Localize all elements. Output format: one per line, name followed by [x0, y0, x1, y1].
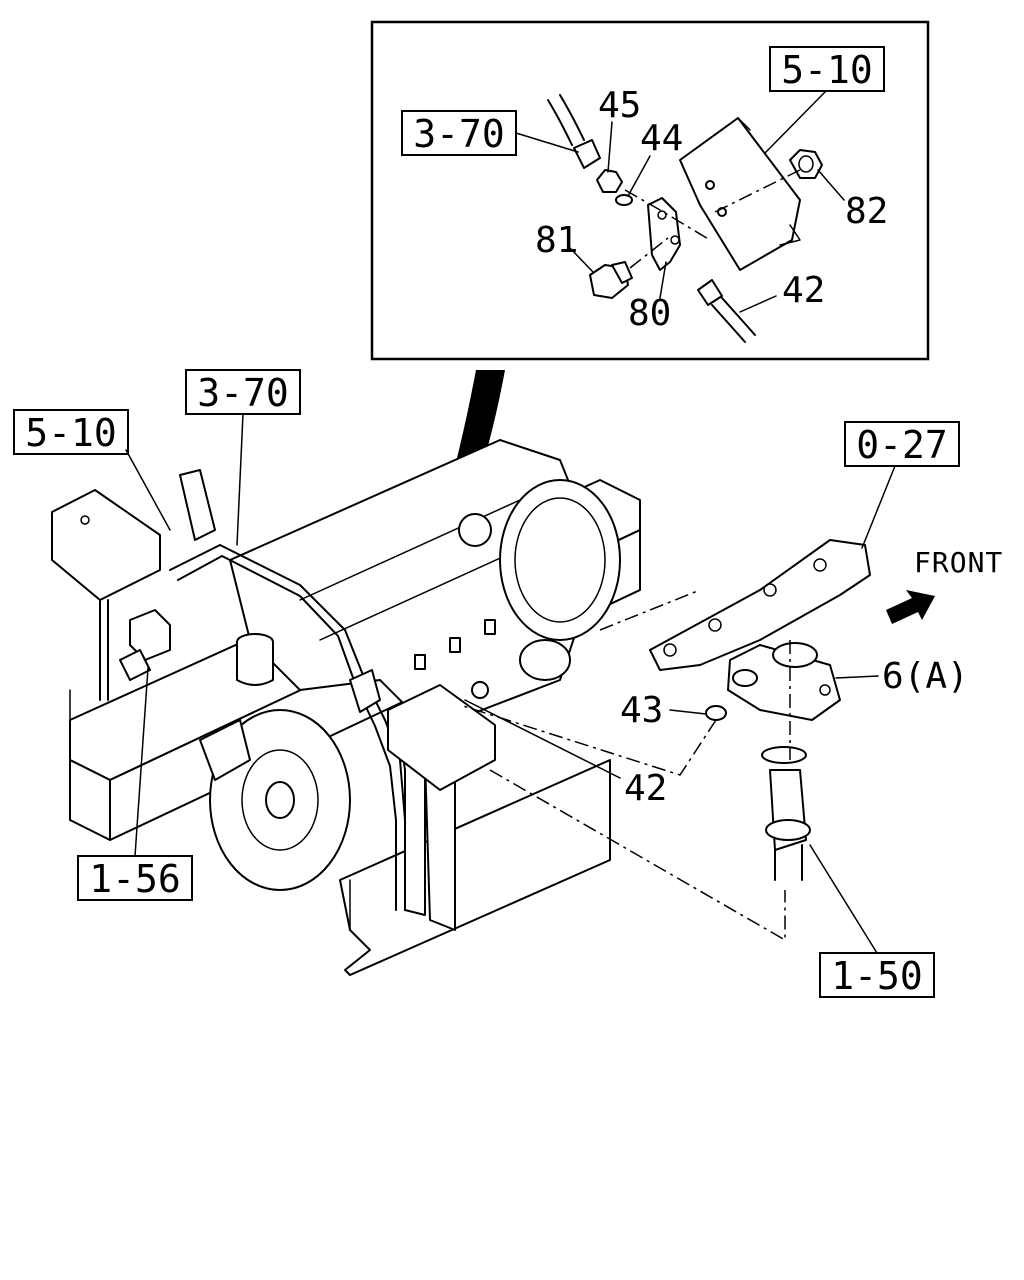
part-number-42: 42	[624, 768, 667, 809]
part-number-42-inset: 42	[782, 270, 825, 311]
inset-bracket-fold	[737, 117, 801, 246]
ref-box-3-70: 3-70	[185, 369, 301, 415]
part-number-6a: 6(A)	[882, 656, 969, 697]
inset-bracket-hole-a	[705, 180, 715, 190]
part-number-81: 81	[535, 220, 578, 261]
leader-43	[669, 709, 707, 715]
ref-box-5-10: 5-10	[13, 409, 129, 455]
ref-box-0-27: 0-27	[844, 421, 960, 467]
leader-1-50	[809, 844, 878, 954]
inset-detail: 5-10 3-70 45 44 82 81 80 42	[370, 20, 930, 361]
leader-42	[464, 699, 621, 779]
inset-ref-5-10-label: 5-10	[781, 48, 873, 92]
inset-washer-44	[615, 194, 633, 206]
front-label: FRONT	[914, 546, 1003, 579]
front-arrow-icon	[886, 590, 935, 624]
part-number-43: 43	[620, 690, 663, 731]
cross-frame	[339, 759, 611, 976]
leader-80	[659, 261, 667, 299]
engine-block	[229, 439, 601, 731]
ref-5-10-label: 5-10	[25, 411, 117, 455]
part-number-44: 44	[640, 118, 683, 159]
inset-ref-box-5-10: 5-10	[769, 46, 885, 92]
leader-3-70	[236, 413, 244, 546]
ref-3-70-label: 3-70	[197, 371, 289, 415]
leader-6a	[835, 675, 879, 679]
inset-ref-box-3-70: 3-70	[401, 110, 517, 156]
leader-5-10	[125, 449, 171, 531]
ref-0-27-label: 0-27	[856, 423, 948, 467]
pipe-clamp-bracket	[349, 669, 496, 791]
leader-0-27	[861, 465, 896, 549]
inset-pipe-42	[697, 279, 756, 343]
inset-bracket-80	[647, 197, 681, 271]
inset-leader-3-70	[515, 132, 579, 153]
leader-45	[607, 121, 613, 173]
axis-gasket	[459, 704, 717, 776]
axis-lower-pipe	[489, 769, 786, 942]
filter-canister	[236, 633, 274, 686]
flywheel-housing	[499, 479, 621, 681]
inset-leader-5-10	[764, 90, 827, 154]
axis-engine-manifold	[599, 589, 701, 631]
part-number-80: 80	[628, 293, 671, 334]
inset-ref-3-70-label: 3-70	[413, 112, 505, 156]
valve-156	[119, 609, 171, 681]
gasket-43	[705, 705, 727, 721]
main-assembly: FRONT 5-10 3-70 0-27 6(A) 43 42	[13, 369, 1003, 998]
left-bracket	[51, 469, 216, 601]
exhaust-pipe-150	[761, 746, 811, 881]
exhaust-brake-valve	[727, 642, 841, 721]
part-number-82: 82	[845, 191, 888, 232]
ref-1-56-label: 1-56	[89, 857, 181, 901]
leader-1-56	[134, 667, 149, 857]
inset-pipe-370	[547, 94, 601, 169]
inset-axis-a	[624, 189, 711, 241]
ref-box-1-50: 1-50	[819, 952, 935, 998]
leader-44	[627, 155, 651, 197]
leader-81	[569, 247, 594, 273]
leader-42-inset	[739, 295, 777, 313]
part-number-45: 45	[598, 85, 641, 126]
exhaust-manifold	[649, 539, 871, 671]
inset-nut-45	[596, 169, 623, 193]
inset-axis-b	[629, 237, 669, 269]
ref-box-1-56: 1-56	[77, 855, 193, 901]
ref-1-50-label: 1-50	[831, 954, 923, 998]
inset-bolt-81	[589, 261, 633, 299]
leader-82	[817, 169, 845, 201]
front-pulley	[199, 709, 351, 891]
inset-axis-c	[714, 169, 801, 213]
